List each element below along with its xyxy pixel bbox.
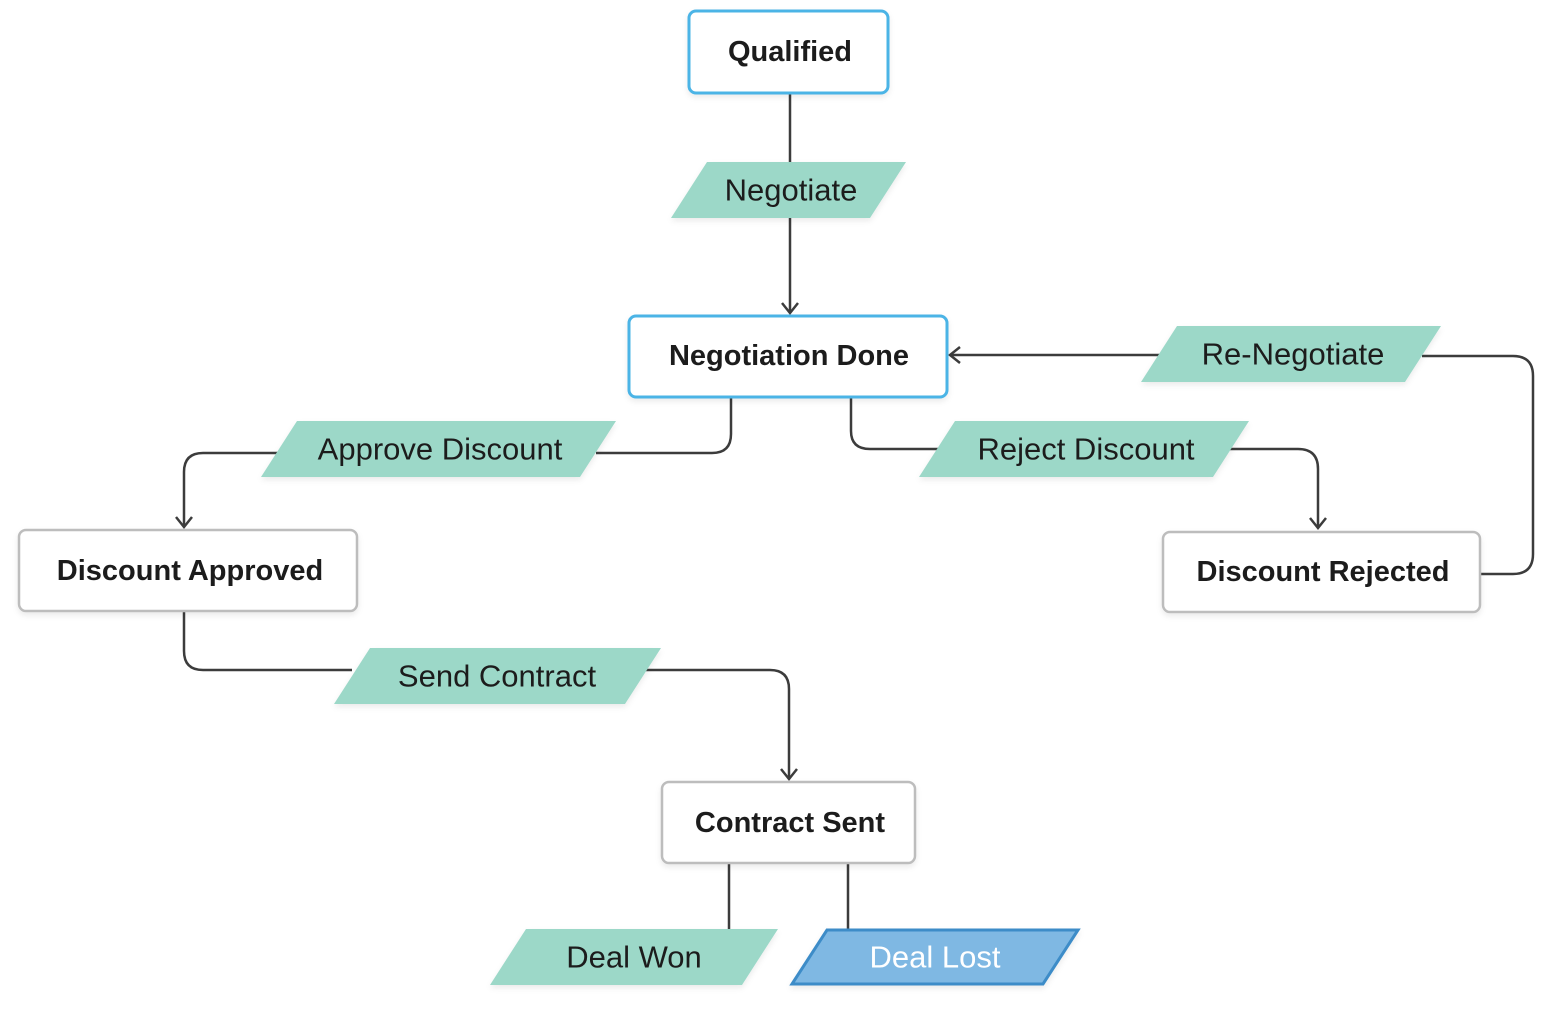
transition-negotiate-label: Negotiate — [725, 173, 858, 208]
transition-deal-won[interactable]: Deal Won — [490, 929, 778, 985]
transition-deal-won-label: Deal Won — [566, 940, 702, 975]
connector-negotiation-done-to-reject-discount — [849, 398, 938, 451]
transition-approve-discount-label: Approve Discount — [318, 432, 563, 467]
connectors — [175, 94, 1535, 930]
connector-negotiation-done-to-approve-discount — [596, 398, 733, 455]
transition-approve-discount[interactable]: Approve Discount — [261, 421, 616, 477]
transition-re-negotiate-label: Re-Negotiate — [1202, 337, 1385, 372]
connector-discount-rejected-to-renegotiate — [1422, 354, 1535, 576]
transition-deal-lost[interactable]: Deal Lost — [789, 928, 1081, 986]
connector-discount-approved-to-send-contract — [182, 611, 352, 672]
state-negotiation-done[interactable]: Negotiation Done — [627, 314, 949, 399]
state-contract-sent[interactable]: Contract Sent — [660, 780, 917, 865]
connector-reject-discount-to-discount-rejected — [1230, 447, 1327, 531]
state-discount-approved[interactable]: Discount Approved — [17, 528, 359, 613]
state-discount-approved-label: Discount Approved — [57, 555, 323, 587]
transition-negotiate[interactable]: Negotiate — [671, 162, 906, 218]
state-qualified[interactable]: Qualified — [687, 9, 890, 95]
transition-send-contract-label: Send Contract — [398, 659, 597, 694]
state-negotiation-done-label: Negotiation Done — [669, 340, 909, 372]
transition-reject-discount-label: Reject Discount — [977, 432, 1194, 467]
state-contract-sent-label: Contract Sent — [695, 807, 885, 839]
state-discount-rejected-label: Discount Rejected — [1197, 556, 1450, 588]
state-discount-rejected[interactable]: Discount Rejected — [1161, 530, 1482, 614]
transition-send-contract[interactable]: Send Contract — [334, 648, 661, 704]
transition-re-negotiate[interactable]: Re-Negotiate — [1141, 326, 1441, 382]
connector-send-contract-to-contract-sent — [643, 668, 798, 782]
transition-reject-discount[interactable]: Reject Discount — [919, 421, 1249, 477]
transition-deal-lost-label: Deal Lost — [870, 940, 1001, 975]
connector-approve-discount-to-discount-approved — [175, 451, 278, 530]
state-qualified-label: Qualified — [728, 36, 852, 68]
